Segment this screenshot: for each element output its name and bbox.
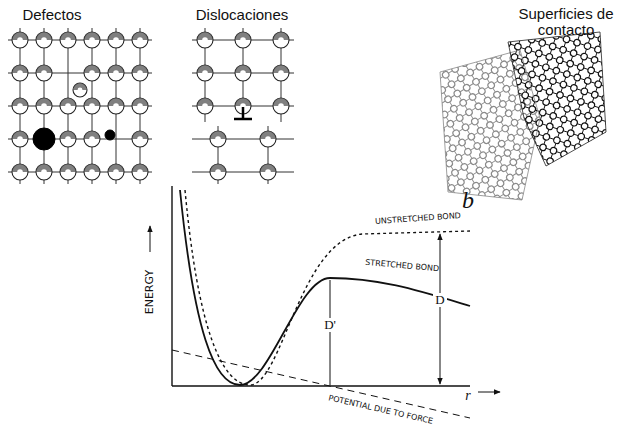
atom (12, 131, 28, 147)
grain-right (431, 0, 624, 224)
atom (132, 131, 148, 147)
dprime-line (330, 280, 331, 385)
plot-label: STRETCHED BOND (365, 258, 440, 273)
x-axis (172, 385, 470, 386)
energy-plot (150, 186, 500, 418)
grain-outline (440, 50, 540, 200)
atom (132, 164, 148, 180)
panel-title: Defectos (22, 7, 81, 24)
atom (84, 65, 100, 81)
stretched-curve (180, 190, 470, 385)
unstretched-curve (185, 190, 470, 385)
atom (60, 98, 76, 114)
defect-lattice (8, 28, 152, 184)
atom (197, 98, 213, 114)
panel-title: Superficies de contacto (516, 6, 616, 39)
atom (73, 83, 87, 97)
atom (84, 98, 100, 114)
plot-label: b (462, 187, 474, 213)
plot-label: r (465, 388, 470, 403)
atom (132, 98, 148, 114)
dislocation-symbol (234, 107, 252, 119)
plot-label: POTENTIAL DUE TO FORCE (327, 394, 433, 426)
atom (260, 131, 276, 147)
atom (36, 164, 52, 180)
force-potential-line (172, 350, 470, 418)
atom (84, 164, 100, 180)
dislocation-lattice (192, 28, 294, 184)
atom (36, 98, 52, 114)
plot-label: UNSTRETCHED BOND (375, 212, 461, 227)
atom (12, 32, 28, 48)
y-axis (171, 186, 172, 386)
grain-outline (508, 32, 606, 166)
atom (36, 32, 52, 48)
atom (273, 65, 289, 81)
atom (273, 32, 289, 48)
atom (108, 65, 124, 81)
atom (12, 65, 28, 81)
atom (12, 98, 28, 114)
atom (33, 128, 55, 150)
atom (36, 65, 52, 81)
atom (60, 164, 76, 180)
atom (260, 164, 276, 180)
panel-title: Dislocaciones (196, 7, 289, 24)
atom (132, 65, 148, 81)
atom (197, 32, 213, 48)
atom (60, 32, 76, 48)
plot-label: ENERGY (144, 270, 156, 314)
plot-label: D' (322, 318, 338, 332)
atom (108, 98, 124, 114)
atom (235, 32, 251, 48)
atom (210, 131, 226, 147)
atom (105, 130, 115, 140)
grain-left (349, 0, 624, 266)
atom (84, 32, 100, 48)
atom (108, 164, 124, 180)
atom (84, 131, 100, 147)
axis-arrow (150, 226, 151, 252)
atom (60, 131, 76, 147)
atom (132, 32, 148, 48)
atom (235, 65, 251, 81)
atom (12, 164, 28, 180)
d-line (440, 234, 441, 384)
atom (210, 164, 226, 180)
axis-arrow (478, 392, 500, 393)
atom (197, 65, 213, 81)
plot-label: D (433, 293, 446, 307)
atom (273, 98, 289, 114)
atom (108, 32, 124, 48)
